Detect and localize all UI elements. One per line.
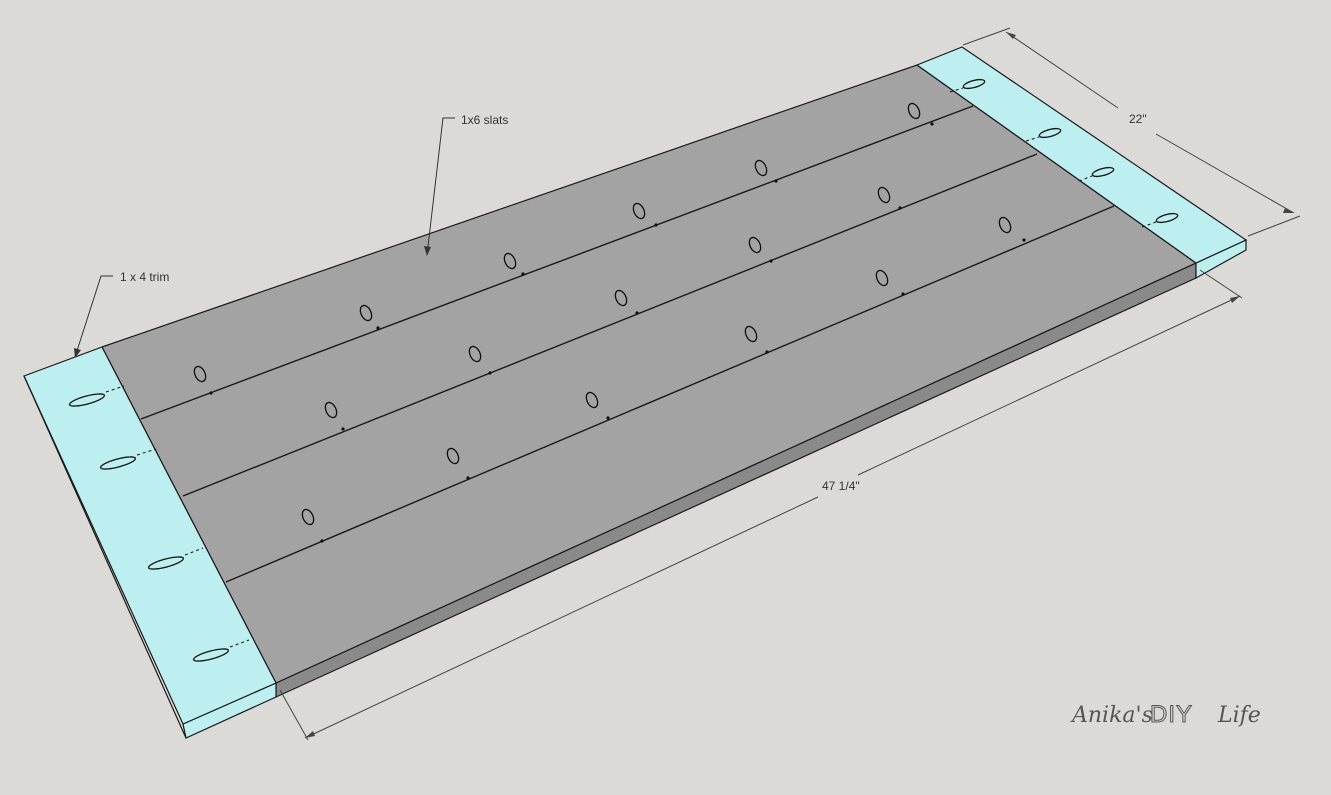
slat-seams [140,105,1115,583]
screw-mark [488,371,492,375]
screw-mark [320,539,324,543]
slat-seam-2 [182,153,1038,497]
pocket-hole-icon [877,186,891,204]
watermark-logo: Anika's DIY Life [1070,701,1261,729]
pocket-hole-icon [754,159,768,177]
width-arrow-bottom [1283,208,1294,213]
right-trim-board [915,46,1248,264]
length-label: 47 1/4" [822,479,860,493]
screw-path [949,87,964,93]
screw-mark [209,391,213,395]
screw-mark [466,476,470,480]
screw-path [1078,175,1093,182]
length-extension-line-right [1199,269,1243,299]
length-dimension-line-b [857,295,1241,476]
pocket-hole-icon [99,456,137,470]
screw-mark [774,179,778,183]
length-arrow-left [305,731,315,738]
pocket-hole-icon [875,269,889,287]
trim-callout: 1 x 4 trim [74,270,169,358]
length-extension-line-left [279,689,309,741]
screw-path [1141,221,1157,228]
pocket-hole-icon [68,393,106,407]
watermark-brand: DIY [1150,701,1193,728]
pocket-hole-icon [468,345,482,363]
trim-leader-line [74,275,113,358]
pocket-hole-icon [962,78,986,90]
trim-pocket-holes [68,78,1179,662]
slats-leader-line [426,117,455,256]
pocket-hole-icon [147,556,185,570]
slat-screw-marks [209,122,1026,543]
pocket-hole-icon [585,391,599,409]
pocket-hole-icon [744,325,758,343]
screw-mark [635,311,639,315]
screw-mark [765,350,769,354]
trim-label: 1 x 4 trim [120,270,169,284]
length-arrow-right [1230,296,1240,303]
width-extension-line-bottom [1247,215,1301,237]
slats-label: 1x6 slats [461,113,508,127]
pocket-hole-icon [998,216,1012,234]
pocket-hole-icon [632,202,646,220]
screw-mark [376,326,380,330]
pocket-hole-icon [748,236,762,254]
screw-mark [606,416,610,420]
slats-leader-arrow [424,246,431,256]
slat-pocket-holes [193,102,1012,526]
screw-mark [1022,238,1026,242]
watermark-suffix: Life [1217,703,1261,728]
pocket-hole-icon [192,648,230,662]
slats-panel [101,64,1198,684]
watermark-name: Anika's [1070,703,1153,728]
pocket-hole-icon [1155,212,1179,224]
pocket-hole-icon [193,365,207,383]
pocket-hole-icon [907,102,921,120]
length-dimension [279,269,1243,741]
pocket-hole-icon [324,401,338,419]
screw-mark [898,206,902,210]
screw-mark [341,427,345,431]
width-extension-line-top [962,27,1011,46]
length-dimension-line-a [304,496,819,739]
pocket-hole-icon [301,508,315,526]
slat-seam-3 [225,205,1115,583]
trim-leader-arrow [74,348,81,358]
width-dimension-line-b [1155,133,1295,214]
slat-seam-1 [140,105,974,420]
width-dimension [962,27,1301,237]
pocket-hole-icon [503,252,517,270]
screw-mark [521,272,525,276]
pocket-hole-icon [614,289,628,307]
width-dimension-line-a [1005,31,1119,109]
left-trim-edge [23,375,187,739]
width-label: 22" [1129,112,1147,126]
screw-mark [930,122,934,126]
pocket-hole-icon [359,304,373,322]
width-arrow-top [1006,32,1016,39]
pocket-hole-icon [1038,127,1062,139]
trim-screw-paths [105,87,1157,648]
screw-mark [769,259,773,263]
screw-path [1025,136,1040,142]
screw-mark [654,223,658,227]
screw-mark [901,292,905,296]
slats-callout: 1x6 slats [424,113,508,256]
pocket-hole-icon [1091,166,1115,178]
pocket-hole-icon [446,447,460,465]
